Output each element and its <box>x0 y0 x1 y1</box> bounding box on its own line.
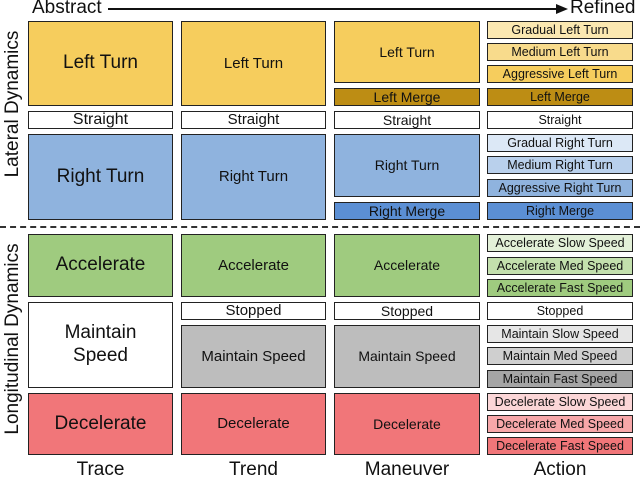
trend-decelerate: Decelerate <box>181 393 326 455</box>
lateral-dynamics-label: Lateral Dynamics <box>2 30 23 178</box>
trace-straight: Straight <box>28 111 173 129</box>
action-gradual-left-turn: Gradual Left Turn <box>487 21 633 39</box>
action-decelerate-fast: Decelerate Fast Speed <box>487 437 633 455</box>
action-medium-left-turn: Medium Left Turn <box>487 43 633 61</box>
longitudinal-dynamics-label: Longitudinal Dynamics <box>2 243 23 435</box>
action-straight: Straight <box>487 111 633 129</box>
trend-maintain-speed: Maintain Speed <box>181 325 326 388</box>
trend-straight: Straight <box>181 111 326 129</box>
action-aggressive-right-turn: Aggressive Right Turn <box>487 179 633 197</box>
section-divider <box>0 226 640 228</box>
action-decelerate-med: Decelerate Med Speed <box>487 415 633 433</box>
trace-right-turn: Right Turn <box>28 134 173 220</box>
trend-accelerate: Accelerate <box>181 234 326 297</box>
trend-stopped: Stopped <box>181 302 326 320</box>
action-gradual-right-turn: Gradual Right Turn <box>487 134 633 152</box>
maneuver-left-merge: Left Merge <box>334 88 480 106</box>
action-left-merge: Left Merge <box>487 88 633 106</box>
column-label-action: Action <box>533 459 587 480</box>
maneuver-decelerate: Decelerate <box>334 393 480 455</box>
action-maintain-slow: Maintain Slow Speed <box>487 325 633 343</box>
action-decelerate-slow: Decelerate Slow Speed <box>487 393 633 411</box>
maneuver-accelerate: Accelerate <box>334 234 480 297</box>
maneuver-maintain-speed: Maintain Speed <box>334 325 480 388</box>
abstract-to-refined-arrow <box>108 4 568 14</box>
column-label-maneuver: Maneuver <box>364 459 450 480</box>
abstract-label: Abstract <box>32 0 102 18</box>
action-right-merge: Right Merge <box>487 202 633 220</box>
maneuver-right-merge: Right Merge <box>334 202 480 220</box>
maneuver-straight: Straight <box>334 111 480 129</box>
action-accelerate-slow: Accelerate Slow Speed <box>487 234 633 252</box>
action-maintain-fast: Maintain Fast Speed <box>487 370 633 388</box>
trace-left-turn: Left Turn <box>28 21 173 106</box>
action-accelerate-med: Accelerate Med Speed <box>487 257 633 275</box>
column-label-trace: Trace <box>76 459 125 480</box>
action-stopped: Stopped <box>487 302 633 320</box>
action-accelerate-fast: Accelerate Fast Speed <box>487 279 633 297</box>
trace-maintain-speed: Maintain Speed <box>28 302 173 388</box>
trace-accelerate: Accelerate <box>28 234 173 297</box>
action-aggressive-left-turn: Aggressive Left Turn <box>487 65 633 83</box>
maneuver-stopped: Stopped <box>334 302 480 320</box>
action-medium-right-turn: Medium Right Turn <box>487 156 633 174</box>
action-maintain-med: Maintain Med Speed <box>487 347 633 365</box>
maneuver-left-turn: Left Turn <box>334 21 480 83</box>
refined-label: Refined <box>570 0 636 18</box>
maneuver-right-turn: Right Turn <box>334 134 480 197</box>
trend-left-turn: Left Turn <box>181 21 326 106</box>
trace-decelerate: Decelerate <box>28 393 173 455</box>
column-label-trend: Trend <box>229 459 278 480</box>
trend-right-turn: Right Turn <box>181 134 326 220</box>
